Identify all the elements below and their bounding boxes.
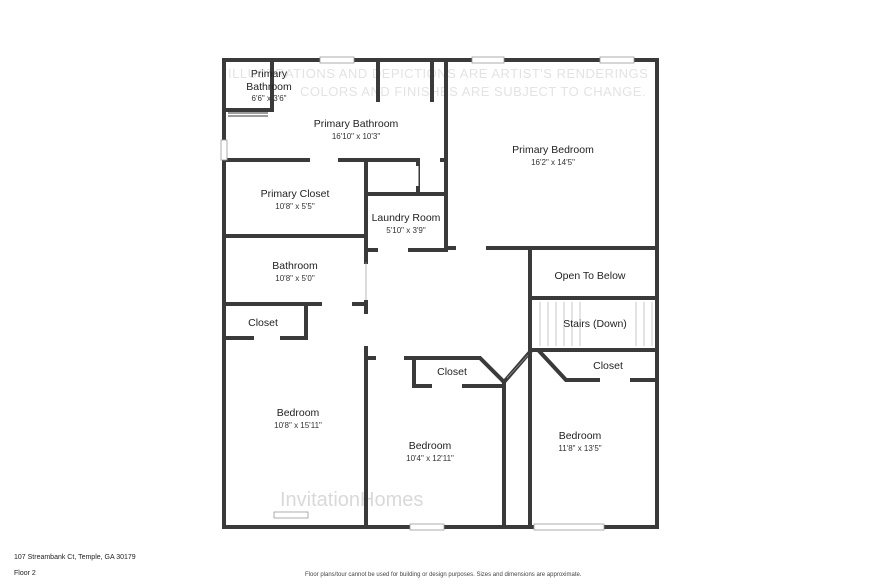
watermark: ILLUSTRATIONS AND DEPICTIONS ARE ARTIST'… — [228, 66, 648, 511]
room-name-bedroom-mid: Bedroom — [409, 440, 452, 452]
wall-linen — [416, 158, 448, 196]
room-dims-primary-bathroom-small: 6'6" x 3'6" — [252, 94, 287, 103]
shower-threshold — [228, 112, 268, 117]
walls — [222, 58, 659, 529]
disclaimer: Floor plans/tour cannot be used for buil… — [305, 572, 582, 578]
watermark-line-1: ILLUSTRATIONS AND DEPICTIONS ARE ARTIST'… — [228, 66, 648, 81]
room-name-closet-mid: Closet — [437, 366, 467, 378]
room-name-primary-bathroom: Primary Bathroom — [314, 118, 399, 130]
door-edges — [365, 262, 529, 379]
stairs-treads — [539, 302, 653, 346]
window — [220, 139, 228, 161]
room-name-primary-closet: Primary Closet — [261, 188, 330, 200]
wall-closet-left — [222, 304, 308, 340]
room-dims-bedroom-left: 10'8" x 15'11" — [274, 421, 322, 430]
room-name-open-to-below: Open To Below — [554, 270, 625, 282]
room-name-closet-right: Closet — [593, 360, 623, 372]
room-name-closet-left: Closet — [248, 317, 278, 329]
watermark-line-2: COLORS AND FINISHES ARE SUBJECT TO CHANG… — [300, 84, 646, 99]
watermark-brand: InvitationHomes — [280, 489, 423, 511]
room-dims-primary-bedroom: 16'2" x 14'5" — [531, 158, 575, 167]
door-edge — [506, 354, 529, 379]
room-name-primary-bathroom-small: Primary — [251, 68, 288, 80]
room-name-primary-bedroom: Primary Bedroom — [512, 144, 594, 156]
room-dims-bedroom-right: 11'8" x 13'5" — [558, 444, 601, 453]
window — [319, 56, 355, 64]
wall-bedroom-mid-top — [364, 356, 506, 529]
room-dims-primary-closet: 10'8" x 5'5" — [275, 202, 315, 211]
room-dims-bedroom-mid: 10'4" x 12'11" — [406, 454, 454, 463]
room-dims-laundry-room: 5'10" x 3'9" — [386, 226, 426, 235]
windows — [220, 56, 635, 531]
room-name-primary-bathroom-small-2: Bathroom — [246, 81, 292, 93]
window — [599, 56, 635, 64]
room-dims-bathroom: 10'8" x 5'0" — [275, 274, 315, 283]
window — [471, 56, 505, 64]
room-name-bedroom-left: Bedroom — [277, 407, 320, 419]
room-name-bedroom-right: Bedroom — [559, 430, 602, 442]
window — [273, 511, 309, 519]
property-address: 107 Streambank Ct, Temple, GA 30179 — [14, 554, 136, 561]
window — [533, 523, 605, 531]
room-name-stairs: Stairs (Down) — [563, 318, 627, 330]
doorways — [254, 107, 630, 389]
wall-closet-mid — [412, 356, 502, 388]
wall-primary-bath-small — [222, 58, 274, 112]
room-name-bathroom: Bathroom — [272, 260, 318, 272]
room-labels: Primary Bathroom 6'6" x 3'6" Primary Bat… — [246, 68, 627, 463]
room-name-laundry-room: Laundry Room — [372, 212, 441, 224]
floor-label: Floor 2 — [14, 570, 36, 577]
room-dims-primary-bathroom: 16'10" x 10'3" — [332, 132, 380, 141]
window — [409, 523, 445, 531]
